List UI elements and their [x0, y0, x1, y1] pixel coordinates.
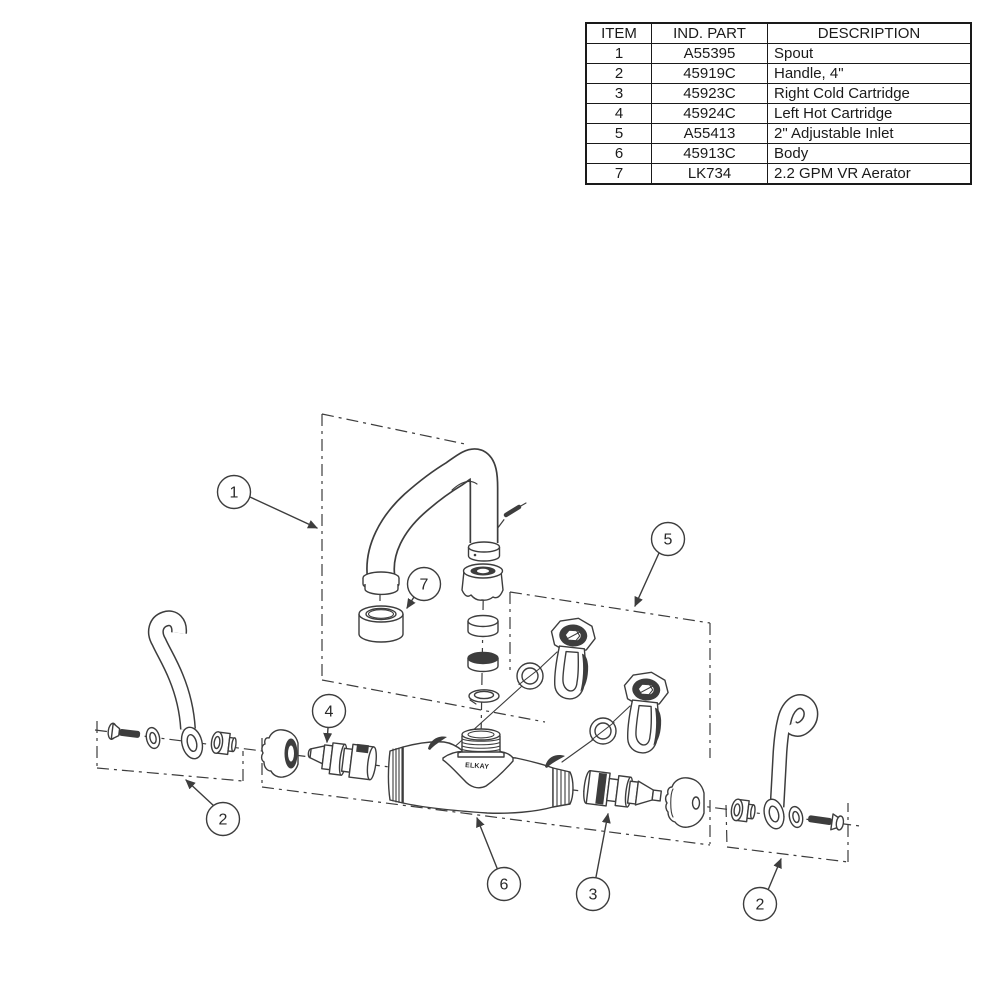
- callout-left-cartridge: 4: [311, 693, 347, 743]
- callout-number: 3: [589, 887, 598, 904]
- callout-aerator: 7: [406, 566, 442, 609]
- snap-ring: [468, 689, 500, 705]
- body-left-threads: [387, 746, 404, 804]
- friction-ring: [467, 614, 499, 638]
- part-cell: A55395: [651, 43, 768, 64]
- callout-right-handle: 2: [742, 858, 782, 922]
- right-bonnet-cap: [664, 777, 705, 828]
- brand-label: ELKAY: [465, 762, 490, 771]
- right-handle-hub: [763, 798, 785, 830]
- callout-left-handle: 2: [185, 779, 241, 837]
- body-port-shadow-left: [428, 736, 447, 750]
- washer-to-left-inlet-leader: [539, 651, 558, 669]
- part-cell: 45913C: [651, 143, 768, 164]
- right-handle: [763, 694, 819, 830]
- o-ring-washer: [467, 651, 499, 673]
- left-handle-nut: [210, 731, 237, 756]
- callout-inlet: 5: [634, 521, 686, 607]
- callout-number: 2: [219, 812, 228, 829]
- body-top-inlet: [457, 728, 505, 758]
- inlet-washer-left: [516, 662, 544, 690]
- faucet-body: ELKAY: [387, 728, 574, 814]
- washer-to-right-inlet-leader: [612, 705, 631, 723]
- inlet-boundary-box: [509, 591, 711, 844]
- spout-inner-bend-line: [451, 480, 478, 491]
- item-cell: 6: [585, 143, 652, 164]
- left-hot-cartridge: [307, 742, 377, 781]
- callout-number: 7: [420, 577, 429, 594]
- callout-number: 1: [230, 485, 239, 502]
- desc-cell: Left Hot Cartridge: [767, 103, 972, 124]
- left-handle-hub: [180, 726, 204, 760]
- left-handle: [147, 610, 204, 760]
- adjustable-inlet-left: [546, 615, 598, 702]
- callout-spout: 1: [216, 474, 318, 529]
- callout-number: 2: [756, 897, 765, 914]
- spout-pin: [503, 504, 522, 518]
- right-handle-nut: [730, 798, 756, 823]
- desc-cell: Right Cold Cartridge: [767, 83, 972, 104]
- right-handle-washer: [788, 805, 804, 829]
- callout-right-cartridge: 3: [575, 813, 611, 912]
- body-port-shadow-right: [545, 755, 565, 768]
- callout-number: 4: [325, 704, 334, 721]
- callout-body: 6: [476, 817, 522, 902]
- aerator: [358, 605, 404, 643]
- spout: [362, 448, 527, 596]
- part-cell: 45919C: [651, 63, 768, 84]
- desc-cell: Handle, 4": [767, 63, 972, 84]
- desc-cell: 2.2 GPM VR Aerator: [767, 163, 972, 185]
- right-handle-screw: [808, 813, 845, 831]
- callout-number: 6: [500, 877, 509, 894]
- col-header-description: DESCRIPTION: [767, 22, 972, 44]
- left-handle-screw: [107, 722, 141, 740]
- left-handle-boundary-box: [96, 721, 244, 782]
- left-handle-washer: [145, 726, 161, 750]
- desc-cell: Body: [767, 143, 972, 164]
- right-cold-cartridge: [583, 770, 663, 808]
- left-bonnet-cap: [260, 729, 299, 778]
- part-cell: LK734: [651, 163, 768, 185]
- callout-number: 5: [664, 532, 673, 549]
- coupling-nut: [461, 563, 504, 601]
- spout-boundary-box: [321, 413, 546, 723]
- adjustable-inlet-right: [619, 669, 671, 756]
- body-right-threads: [552, 767, 574, 808]
- inlet-washer-right: [589, 717, 617, 745]
- right-handle-boundary-box: [725, 803, 849, 863]
- washer-to-body-right-leader: [561, 738, 595, 763]
